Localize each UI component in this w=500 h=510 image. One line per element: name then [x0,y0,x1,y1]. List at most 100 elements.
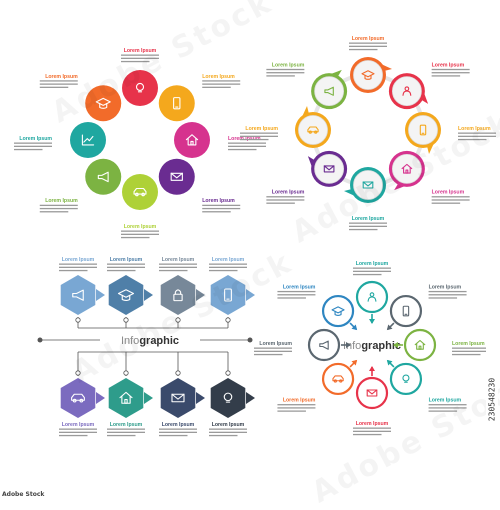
megaphone-body [72,289,84,301]
item-label: Lorem Ipsum [209,422,247,437]
item-label-filler [59,431,97,433]
item-label-filler [266,75,295,77]
item-label-filler [349,48,378,51]
item-label-filler [277,294,316,296]
hex-step-top [160,275,205,328]
cap-board [331,306,345,314]
bulb-glass [402,374,410,382]
bulb-glass [135,82,145,91]
hex-step-top [60,275,105,328]
envelope-icon [171,393,185,403]
car-icon [71,393,85,403]
hex-step-bottom [108,352,153,418]
ring-node [307,150,348,187]
item-label: Lorem Ipsum [202,198,241,213]
ring-segment-disc [122,70,158,106]
item-label-filler [59,266,97,268]
ring-node-face [391,153,422,184]
person-icon [402,86,412,96]
item-label-filler [277,407,316,409]
item-label-filler [353,273,382,276]
hex-step-top [210,275,255,328]
item-label-title: Lorem Ipsum [245,126,278,132]
item-label-filler [59,428,97,430]
item-label-filler [428,290,467,293]
infographic-title-bold: graphic [139,335,179,347]
cycle-node-ring [321,362,355,396]
cap-base [334,310,342,316]
connector-dot [123,317,129,323]
ring-node [344,167,386,203]
graduation-cap-icon [331,306,345,316]
car-wheel [72,398,77,403]
ring-node [295,106,331,148]
ring-segment [70,122,106,158]
item-label-filler [202,204,241,207]
item-label: Lorem Ipsum [458,126,496,141]
item-label-filler [202,80,241,82]
cycle-node-arrowhead [386,359,393,366]
cycle-node-ring [389,294,423,328]
cycle-node-ring [307,328,341,362]
car-body [307,126,319,133]
hex-tile [160,378,196,418]
ring-segment [158,85,195,122]
item-label-title: Lorem Ipsum [162,257,195,263]
item-label: Lorem Ipsum [107,257,145,272]
hex-arrow [144,392,153,404]
ring-segment-disc [85,158,122,195]
ring-segment-disc [174,122,210,158]
chart-icon [81,134,95,146]
cycle-node-arrowhead [369,366,375,371]
connector-dot [123,370,129,376]
car-wheel [314,130,318,134]
ring-segment [85,158,122,195]
item-label-filler [254,350,292,352]
item-label-filler [39,80,78,82]
item-label-filler [228,145,266,147]
envelope-body [323,165,335,173]
graduation-cap-icon [95,97,111,109]
ring-node [311,69,348,110]
item-label-title: Lorem Ipsum [45,74,78,80]
item-label-filler [431,199,470,201]
connector-dot [225,317,231,323]
hex-arrow [96,289,105,301]
item-label-filler [107,263,145,265]
cycle-node-ring [389,362,423,396]
hex-step-bottom [160,352,205,418]
item-label-filler [209,263,247,265]
cycle-node-arrowhead [346,342,351,348]
item-label: Lorem Ipsum [59,422,97,437]
item-label-filler [452,347,490,349]
cap-board [361,70,375,78]
lock-body [173,293,183,302]
car-icon [133,187,147,197]
item-label-filler [349,45,387,47]
cap-base [121,294,131,301]
chart-lines [81,134,95,146]
hex-tile [210,378,246,418]
cap-base [364,74,372,80]
item-label-title: Lorem Ipsum [124,224,157,230]
megaphone-body [97,171,109,183]
hex-arrow [246,289,255,301]
item-label-filler [209,266,247,268]
connector-dot [175,317,181,323]
car-wheel [333,379,337,383]
item-label-filler [159,434,188,437]
ring-node-face [408,115,438,145]
infographic-title: Infographic [121,335,179,347]
item-label-filler [428,404,467,406]
cycle-node [386,294,423,331]
item-label: Lorem Ipsum [39,74,78,88]
envelope-flap [366,389,378,395]
item-label-filler [254,347,292,349]
item-label-filler [107,269,136,272]
cycle-node [321,359,358,396]
ring-node-face [314,153,345,184]
item-label: Lorem Ipsum [39,198,78,213]
